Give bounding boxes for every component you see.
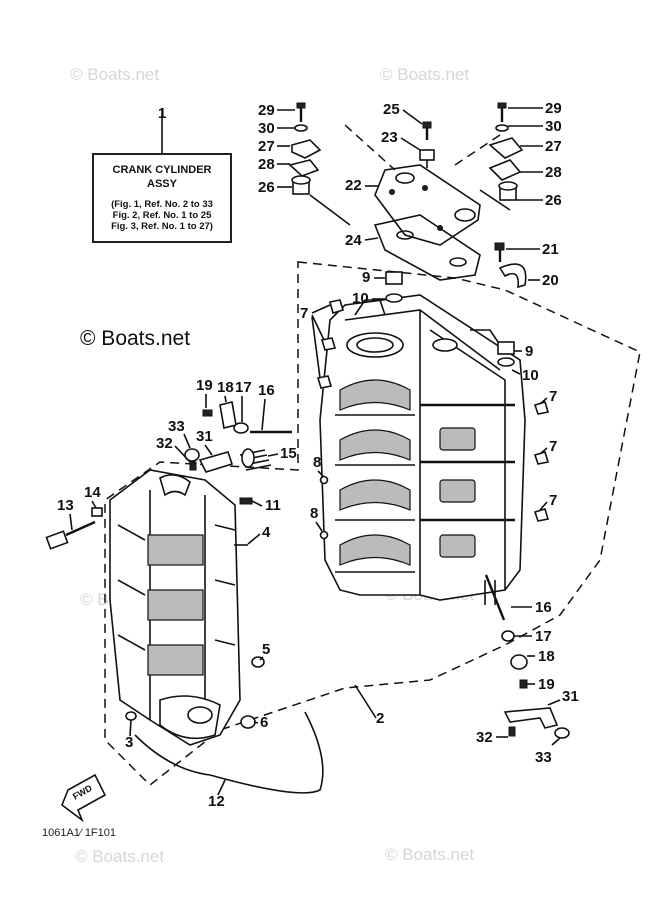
callout-31: 31 — [562, 688, 579, 705]
callouts: 29 30 27 28 26 25 23 22 29 30 27 28 26 2… — [57, 100, 579, 810]
callout-30: 30 — [258, 120, 275, 137]
callout-14: 14 — [84, 484, 101, 501]
callout-19: 19 — [196, 377, 213, 394]
fig-ref-2: Fig. 2, Ref. No. 1 to 25 — [112, 210, 212, 221]
callout-28: 28 — [545, 164, 562, 181]
callout-3: 3 — [125, 734, 133, 751]
callout-8: 8 — [313, 454, 321, 471]
callout-26: 26 — [258, 179, 275, 196]
cover-gasket — [373, 214, 481, 281]
drawing-code: 1061A1∕ 1F101 — [42, 827, 117, 839]
callout-31: 31 — [196, 428, 213, 445]
callout-33: 33 — [168, 418, 185, 435]
cylinder-block — [319, 294, 526, 605]
left-anode-cover-set — [288, 102, 322, 195]
callout-32: 32 — [476, 729, 493, 746]
shift-parts-left — [184, 401, 292, 473]
callout-6: 6 — [260, 714, 268, 731]
callout-21: 21 — [542, 241, 559, 258]
guide-line — [454, 134, 501, 166]
callout-5: 5 — [262, 641, 270, 658]
callout-11: 11 — [265, 497, 281, 514]
watermark-dark: © Boats.net — [80, 327, 190, 350]
callout-27: 27 — [258, 138, 275, 155]
title-line-1: CRANK CYLINDER — [112, 164, 212, 176]
plug-9-10-top — [385, 271, 403, 303]
callout-10: 10 — [352, 290, 369, 307]
callout-26: 26 — [545, 192, 562, 209]
title-line-2: ASSY — [147, 178, 177, 190]
callout-10: 10 — [522, 367, 539, 384]
bolt-21-bracket-20 — [494, 242, 527, 289]
callout-1: 1 — [158, 105, 166, 122]
callout-25: 25 — [383, 101, 400, 118]
callout-15: 15 — [280, 445, 297, 462]
fitting-23 — [419, 149, 435, 168]
callout-29: 29 — [258, 102, 275, 119]
callout-7: 7 — [549, 388, 557, 405]
guide-line — [344, 124, 396, 171]
callout-22: 22 — [345, 177, 362, 194]
callout-13: 13 — [57, 497, 74, 514]
fig-ref-3: Fig. 3, Ref. No. 1 to 27) — [111, 221, 213, 232]
callout-4: 4 — [262, 524, 271, 541]
fwd-arrow: FWD — [61, 773, 107, 823]
plug-9-10-right — [497, 341, 515, 367]
watermark: © Boats.net — [380, 65, 469, 84]
hose-12 — [134, 711, 324, 794]
callout-20: 20 — [542, 272, 559, 289]
crankcase-bolts — [45, 497, 265, 729]
callout-32: 32 — [156, 435, 173, 452]
callout-33: 33 — [535, 749, 552, 766]
callout-16: 16 — [258, 382, 275, 399]
callout-8: 8 — [310, 505, 318, 522]
shift-parts-right — [484, 574, 570, 739]
bolt-7-set — [316, 299, 550, 522]
callout-29: 29 — [545, 100, 562, 117]
callout-16: 16 — [535, 599, 552, 616]
cover-plate — [374, 164, 481, 246]
dowel-8 — [319, 530, 329, 540]
dowel-8 — [319, 475, 329, 485]
callout-23: 23 — [381, 129, 398, 146]
callout-30: 30 — [545, 118, 562, 135]
callout-27: 27 — [545, 138, 562, 155]
callout-18: 18 — [217, 379, 234, 396]
fig-ref-1: (Fig. 1, Ref. No. 2 to 33 — [111, 199, 213, 210]
callout-17: 17 — [235, 379, 252, 396]
callout-9: 9 — [362, 269, 370, 286]
right-anode-cover-set — [488, 102, 524, 201]
callout-24: 24 — [345, 232, 362, 249]
guide-line — [309, 189, 511, 226]
crankcase — [109, 469, 241, 746]
callout-18: 18 — [538, 648, 555, 665]
watermark: © Boats.net — [75, 847, 164, 866]
callout-17: 17 — [535, 628, 552, 645]
watermark: © Boats.net — [70, 65, 159, 84]
watermark: © Boats.net — [385, 845, 474, 864]
assembly-title-box: CRANK CYLINDER ASSY (Fig. 1, Ref. No. 2 … — [92, 153, 232, 243]
callout-28: 28 — [258, 156, 275, 173]
callout-7: 7 — [300, 305, 308, 322]
callout-7: 7 — [549, 438, 557, 455]
bolt-25 — [422, 121, 432, 140]
assembly-outline — [104, 261, 641, 787]
callout-19: 19 — [538, 676, 555, 693]
callout-12: 12 — [208, 793, 225, 810]
callout-7: 7 — [549, 492, 557, 509]
callout-2: 2 — [376, 710, 384, 727]
callout-9: 9 — [525, 343, 533, 360]
